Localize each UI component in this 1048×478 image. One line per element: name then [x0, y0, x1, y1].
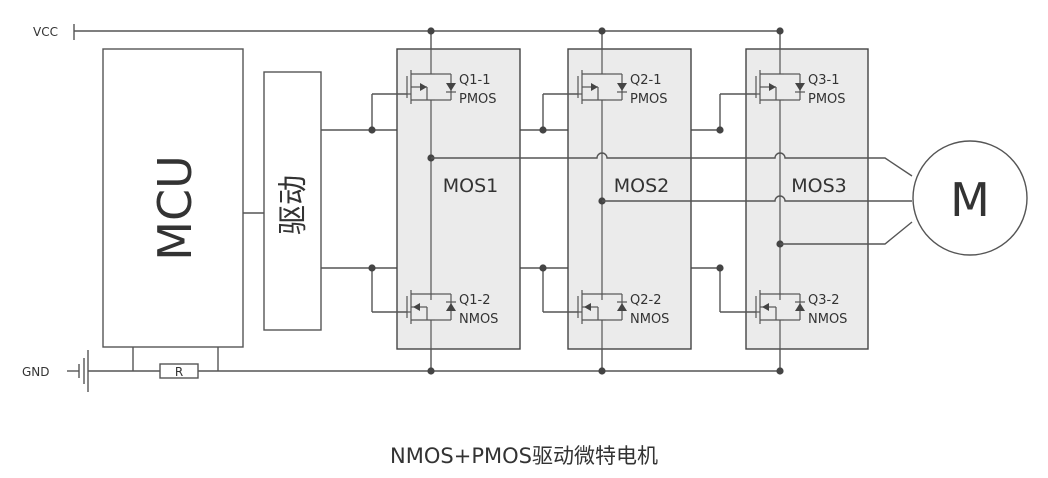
mos-box-2	[567, 48, 692, 350]
resistor-label: R	[175, 365, 183, 379]
caption: NMOS+PMOS驱动微特电机	[390, 444, 658, 468]
transistor-high-type-1: PMOS	[459, 92, 497, 107]
mcu-label: MCU	[148, 155, 202, 260]
transistor-low-id-1: Q1-2	[459, 293, 490, 308]
vcc-label: VCC	[33, 25, 58, 39]
mos-name-3: MOS3	[791, 175, 847, 197]
transistor-low-type-3: NMOS	[808, 312, 847, 327]
transistor-low-type-2: NMOS	[630, 312, 669, 327]
mos-name-1: MOS1	[443, 175, 499, 197]
resistor: R	[132, 347, 219, 379]
gnd-label: GND	[22, 365, 50, 379]
vcc-rail: VCC	[33, 24, 780, 40]
mcu-block: MCU	[102, 48, 264, 348]
mos-name-2: MOS2	[614, 175, 670, 197]
transistor-high-id-3: Q3-1	[808, 73, 839, 88]
phase-wires	[431, 152, 913, 245]
transistor-low-id-3: Q3-2	[808, 293, 839, 308]
motor: M	[912, 140, 1028, 256]
gnd-rail: GND	[22, 350, 780, 392]
transistor-low-type-1: NMOS	[459, 312, 498, 327]
mos-box-3	[745, 48, 869, 350]
driver-label: 驱动	[276, 175, 311, 235]
mos-box-1	[396, 48, 521, 350]
transistor-low-id-2: Q2-2	[630, 293, 661, 308]
transistor-high-type-3: PMOS	[808, 92, 846, 107]
transistor-high-type-2: PMOS	[630, 92, 668, 107]
transistor-high-id-1: Q1-1	[459, 73, 490, 88]
transistor-high-id-2: Q2-1	[630, 73, 661, 88]
motor-label: M	[950, 173, 990, 227]
